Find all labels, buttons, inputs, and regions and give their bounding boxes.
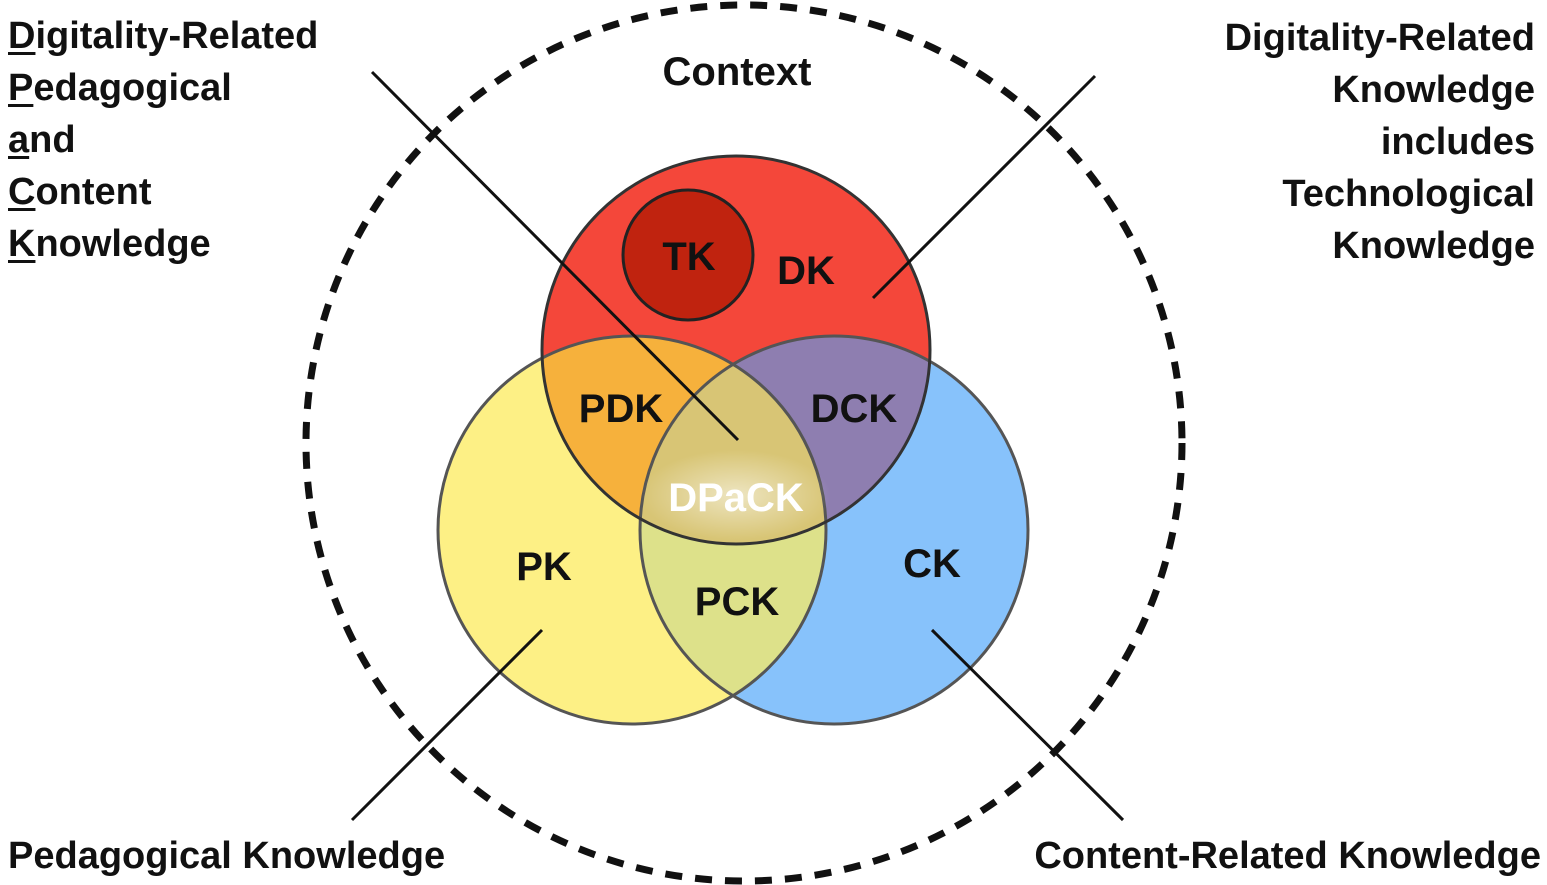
content-circle-outline	[638, 334, 1030, 726]
caption-dpack-line: Content	[8, 171, 152, 213]
digitality-circle-outline	[540, 154, 932, 546]
caption-dk-line: Knowledge	[1332, 225, 1535, 267]
caption-dk-line: includes	[1380, 121, 1535, 163]
caption-dpack: Digitality-Related Pedagogical and Conte…	[8, 10, 318, 270]
pointer-line-dk	[871, 74, 1097, 300]
context-label: Context	[663, 50, 812, 94]
pointer-line-ck	[930, 628, 1125, 822]
dpack-label: DPaCK	[668, 476, 804, 520]
context-boundary	[302, 1, 1186, 885]
dpack-overlap	[640, 336, 826, 544]
pointer-line-pk	[350, 628, 544, 822]
tk-label: TK	[662, 235, 715, 279]
caption-dk-line: Technological	[1282, 173, 1535, 215]
pdk-label: PDK	[579, 387, 664, 431]
pck-label: PCK	[695, 580, 780, 624]
pedagogy-circle-outline	[436, 334, 828, 726]
caption-dk-line: Digitality-Related	[1224, 17, 1535, 59]
caption-dpack-line: Pedagogical	[8, 67, 232, 109]
dk-label: DK	[777, 249, 835, 293]
pointer-line-dpack	[370, 70, 740, 442]
ck-label: CK	[903, 542, 961, 586]
caption-dk-line: Knowledge	[1332, 69, 1535, 111]
caption-dpack-line: and	[8, 119, 76, 161]
caption-dpack-line: Digitality-Related	[8, 15, 319, 57]
pk-label: PK	[516, 545, 572, 589]
caption-dk: Digitality-Related Knowledge includes Te…	[1225, 12, 1535, 272]
caption-ck: Content-Related Knowledge	[1034, 835, 1541, 877]
caption-pk: Pedagogical Knowledge	[8, 835, 446, 877]
center-glow	[641, 450, 831, 540]
caption-dpack-line: Knowledge	[8, 223, 211, 265]
technology-circle	[621, 188, 755, 322]
dck-label: DCK	[811, 387, 898, 431]
